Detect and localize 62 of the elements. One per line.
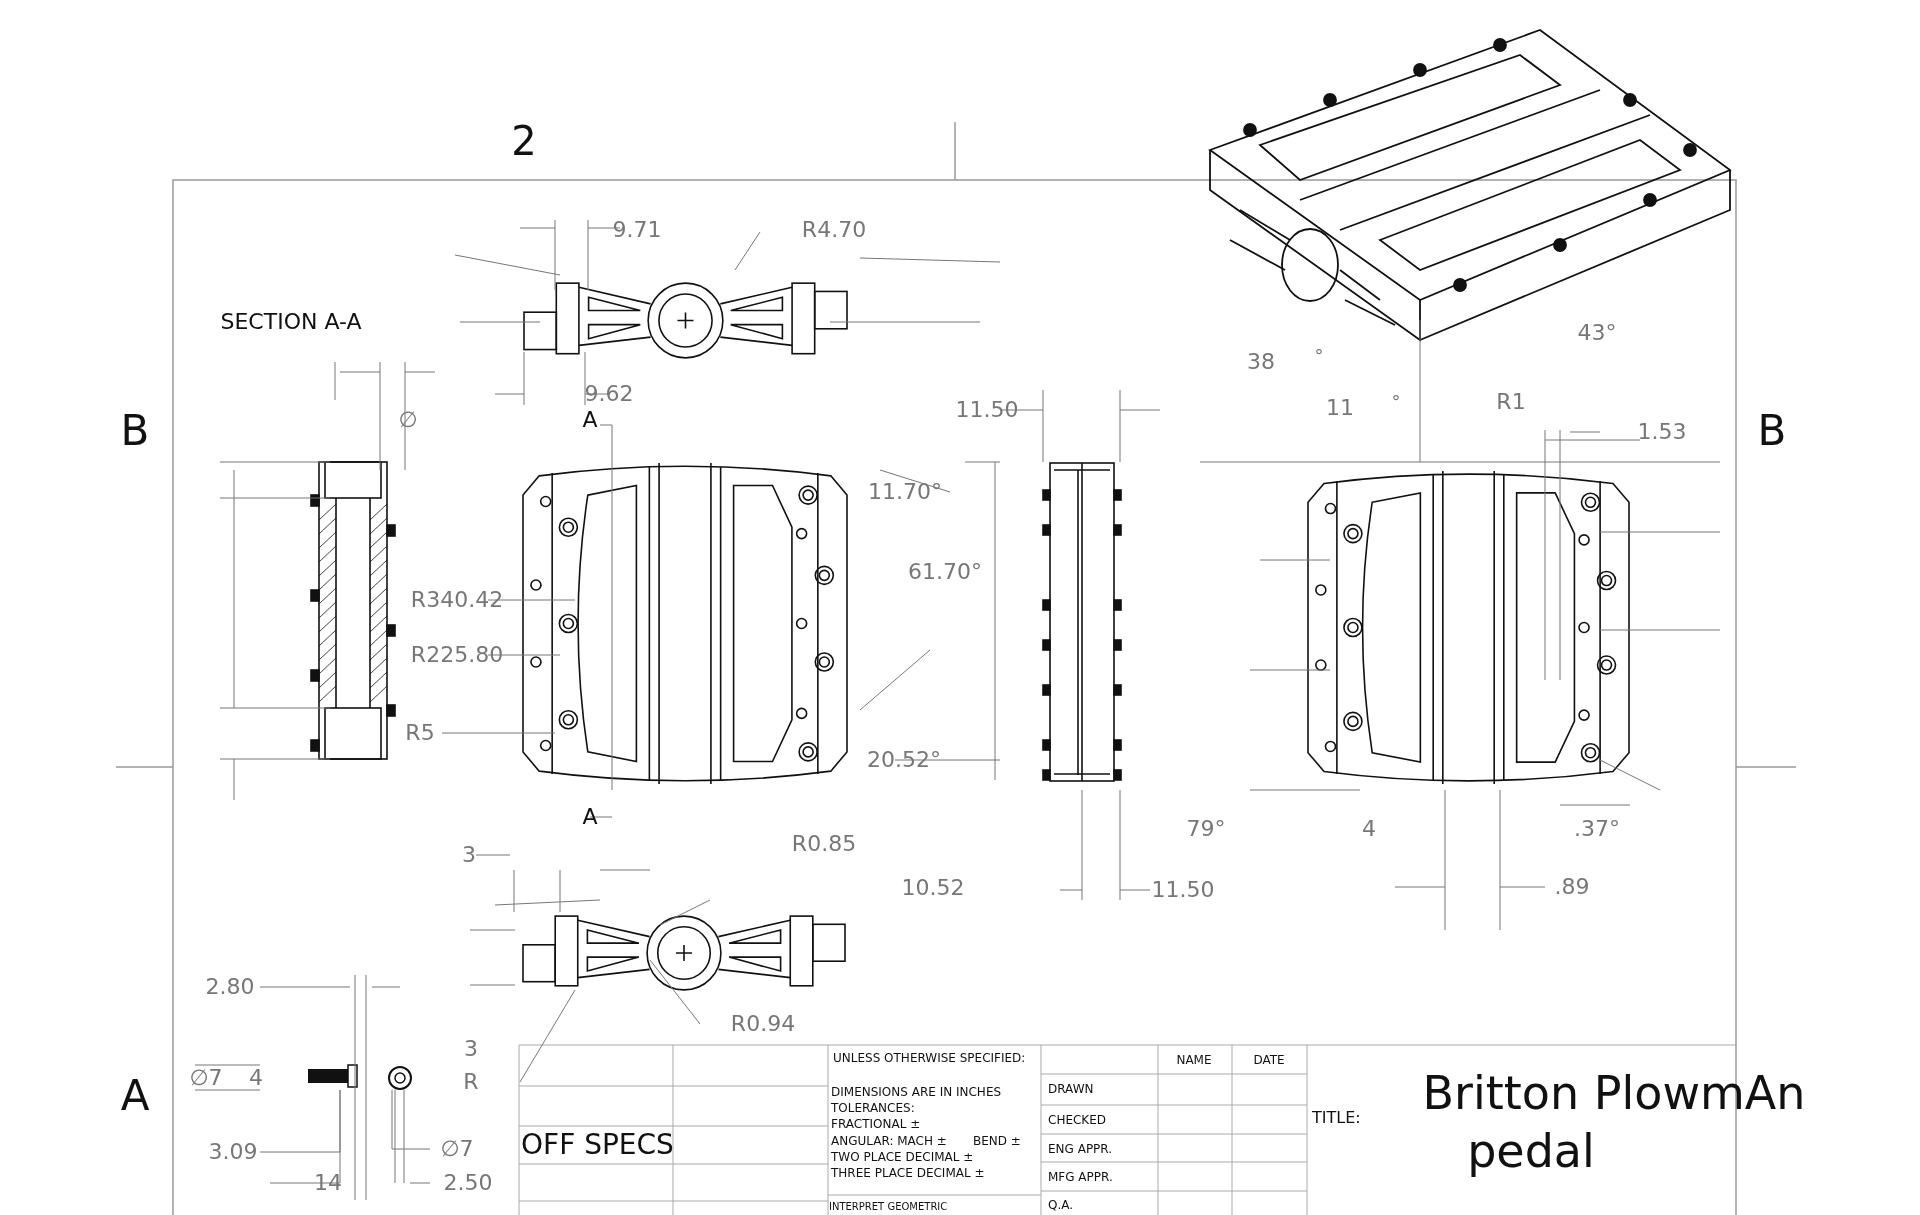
zone-label: 2 xyxy=(511,121,537,161)
dimension-text: 11.70° xyxy=(868,481,942,503)
dimension-text: 3 xyxy=(462,844,476,866)
title-block-text: BEND ± xyxy=(973,1135,1021,1147)
zone-label: A xyxy=(120,1075,150,1117)
title-block-text: FRACTIONAL ± xyxy=(831,1118,921,1130)
dimension-text: ° xyxy=(1391,393,1401,411)
dimension-text: .89 xyxy=(1554,876,1590,898)
title-block-text: MFG APPR. xyxy=(1048,1171,1113,1183)
title-block-text: ANGULAR: MACH ± xyxy=(831,1135,947,1147)
title-block-text: TITLE: xyxy=(1312,1110,1361,1126)
zone-label: B xyxy=(1757,410,1787,452)
dimension-text: ° xyxy=(1314,347,1324,365)
dimension-text: 4 xyxy=(249,1067,263,1089)
title-block-text: THREE PLACE DECIMAL ± xyxy=(831,1167,985,1179)
title-block-text: TOLERANCES: xyxy=(831,1102,915,1114)
dimension-text: R225.80 xyxy=(410,644,504,666)
title-block-text: NAME xyxy=(1176,1054,1212,1066)
view-label: A xyxy=(582,806,598,828)
dimension-text: 38 xyxy=(1247,351,1275,373)
dimension-text: 20.52° xyxy=(867,749,941,771)
dimension-text: R340.42 xyxy=(410,589,504,611)
dimension-text: ∅7 xyxy=(440,1138,474,1160)
dimension-text: 11.50 xyxy=(1151,879,1215,901)
dimension-text: 43° xyxy=(1577,322,1617,344)
dimension-text: R0.94 xyxy=(730,1013,796,1035)
dimension-text: 10.52 xyxy=(901,877,965,899)
title-block-text: OFF SPECS xyxy=(521,1131,674,1159)
dimension-text: .37° xyxy=(1574,818,1620,840)
dimension-text: 3 xyxy=(464,1038,478,1060)
title-block-text: CHECKED xyxy=(1048,1114,1107,1126)
title-block-text: TWO PLACE DECIMAL ± xyxy=(831,1151,974,1163)
dimension-text: R0.85 xyxy=(791,833,857,855)
view-label: A xyxy=(582,409,598,431)
dimension-text: 9.62 xyxy=(584,383,634,405)
dimension-text: R xyxy=(463,1071,479,1093)
dimension-text: 4 xyxy=(1362,818,1376,840)
title-block-text: DATE xyxy=(1253,1054,1285,1066)
dimension-text: R4.70 xyxy=(801,219,867,241)
dimension-text: ∅ xyxy=(398,409,418,431)
dimension-text: 1.53 xyxy=(1637,421,1687,443)
dimension-text: 11 xyxy=(1326,397,1354,419)
dimension-text: 14 xyxy=(314,1172,342,1194)
title-block-text: DRAWN xyxy=(1048,1083,1094,1095)
title-block-text: INTERPRET GEOMETRIC xyxy=(829,1202,948,1212)
title-block-text: ENG APPR. xyxy=(1048,1143,1113,1155)
title-block-text: UNLESS OTHERWISE SPECIFIED: xyxy=(833,1052,1026,1064)
dimension-text: 61.70° xyxy=(908,561,982,583)
dimension-text: 3.09 xyxy=(208,1141,258,1163)
dimension-text: 79° xyxy=(1186,818,1226,840)
title-block-text: DIMENSIONS ARE IN INCHES xyxy=(831,1086,1002,1098)
dimension-text: 9.71 xyxy=(612,219,662,241)
dimension-text: R1 xyxy=(1496,391,1526,413)
dimension-text: ∅7 xyxy=(189,1067,223,1089)
title-block-text: Q.A. xyxy=(1048,1199,1074,1211)
dimension-text: 2.50 xyxy=(443,1172,493,1194)
dimension-text: R5 xyxy=(405,722,435,744)
view-label: SECTION A-A xyxy=(220,311,362,333)
zone-label: B xyxy=(120,410,150,452)
dimension-text: 2.80 xyxy=(205,976,255,998)
dimension-text: 11.50 xyxy=(955,399,1019,421)
title-block-text: Britton PlowmAn xyxy=(1422,1070,1806,1116)
